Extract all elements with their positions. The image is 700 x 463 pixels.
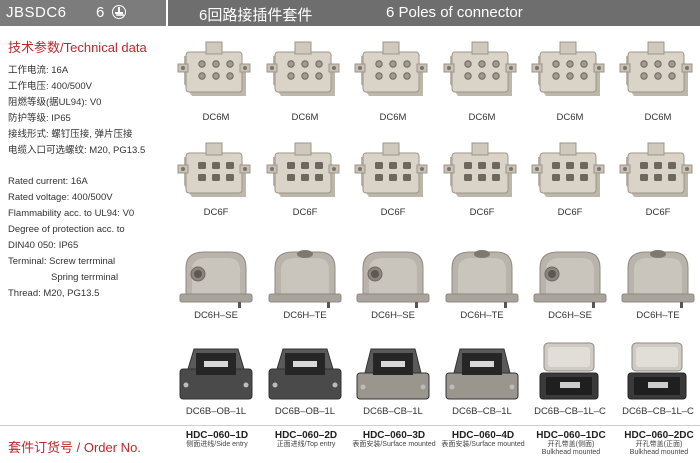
order-item: HDC–060–1D 侧面进线/Side entry	[169, 430, 265, 449]
product-label: DC6B–CB–1L	[452, 406, 512, 417]
male-insert-image	[443, 41, 517, 96]
spec-en-line: Thread: M20, PG13.5	[8, 288, 100, 299]
male-insert-image	[354, 41, 428, 96]
female-insert-image	[354, 142, 428, 197]
product-label: DC6M	[379, 112, 407, 123]
female-insert-image	[531, 142, 605, 197]
base-housing-image	[179, 348, 253, 400]
order-number: HDC–060–2D	[274, 430, 338, 441]
header-title-bar: 6回路接插件套件 6 Poles of connector	[168, 0, 700, 26]
base-housing-image	[356, 348, 430, 400]
order-description: 侧面进线/Side entry	[186, 441, 248, 448]
base-housing-image	[627, 342, 687, 400]
product-label: DC6M	[291, 112, 319, 123]
product-label: DC6M	[556, 112, 584, 123]
product-label: DC6B–CB–1L–C	[534, 406, 606, 417]
order-item: HDC–060–2D 正面进线/Top entry	[258, 430, 354, 449]
female-insert-image	[619, 142, 693, 197]
hood-image	[445, 250, 519, 308]
hood-image	[533, 251, 607, 308]
product-label: DC6F	[645, 207, 671, 218]
spec-en-line: Flammability acc. to UL94: V0	[8, 208, 135, 219]
spec-cn-line: 电缆入口可选螺纹: M20, PG13.5	[8, 145, 146, 156]
series-code: JBSDC6	[6, 4, 67, 21]
male-insert-image	[266, 41, 340, 96]
spec-cn-line: 工作电压: 400/500V	[8, 81, 92, 92]
order-number: HDC–060–4D	[451, 430, 515, 441]
product-label: DC6F	[380, 207, 406, 218]
product-label: DC6F	[203, 207, 229, 218]
male-insert-image	[619, 41, 693, 96]
female-insert-image	[177, 142, 251, 197]
base-housing-image	[268, 348, 342, 400]
hood-image	[179, 251, 253, 308]
order-description: 开孔带盖(正面)	[635, 441, 683, 448]
spec-cn-line: 阻燃等级(据UL94): V0	[8, 97, 102, 108]
order-description-en: Bulkhead mounted	[629, 449, 689, 456]
base-housing-image	[445, 348, 519, 400]
order-number: HDC–060–1D	[185, 430, 249, 441]
product-label: DC6F	[469, 207, 495, 218]
order-item: HDC–060–2DC 开孔带盖(正面) Bulkhead mounted	[611, 430, 700, 457]
product-label: DC6B–CB–1L	[363, 406, 423, 417]
male-insert-image	[531, 41, 605, 96]
spec-en-line: Rated current: 16A	[8, 176, 88, 187]
product-label: DC6H–TE	[636, 310, 680, 321]
base-housing-image	[539, 342, 599, 400]
female-insert-image	[266, 142, 340, 197]
title-cn: 6回路接插件套件	[199, 7, 313, 24]
product-label: DC6H–TE	[283, 310, 327, 321]
product-label: DC6H–SE	[194, 310, 238, 321]
order-description: 正面进线/Top entry	[276, 441, 336, 448]
product-label: DC6M	[202, 112, 230, 123]
order-description: 表面安装/Surface mounted	[352, 441, 436, 448]
product-label: DC6M	[468, 112, 496, 123]
product-label: DC6B–CB–1L–C	[622, 406, 694, 417]
spec-cn-line: 防护等级: IP65	[8, 113, 71, 124]
spec-en-line: Degree of protection acc. to	[8, 224, 125, 235]
order-divider	[0, 425, 700, 426]
spec-cn-line: 工作电流: 16A	[8, 65, 69, 76]
title-en: 6 Poles of connector	[386, 4, 523, 21]
order-description: 开孔带盖(侧面)	[547, 441, 595, 448]
product-label: DC6H–SE	[371, 310, 415, 321]
ground-symbol-icon	[112, 5, 126, 19]
order-description-en: Bulkhead mounted	[541, 449, 601, 456]
order-number: HDC–060–1DC	[536, 430, 606, 441]
product-label: DC6H–TE	[460, 310, 504, 321]
order-number: HDC–060–3D	[362, 430, 426, 441]
product-label: DC6H–SE	[548, 310, 592, 321]
hood-image	[268, 250, 342, 308]
product-label: DC6M	[644, 112, 672, 123]
spec-en-line: DIN40 050: IP65	[8, 240, 79, 251]
spec-en-line: Terminal: Screw terrminal	[8, 256, 116, 267]
product-label: DC6B–OB–1L	[274, 406, 336, 417]
order-description: 表面安装/Surface mounted	[441, 441, 525, 448]
product-label: DC6F	[557, 207, 583, 218]
order-item: HDC–060–3D 表面安装/Surface mounted	[346, 430, 442, 449]
poles-count: 6	[96, 4, 105, 21]
male-insert-image	[177, 41, 251, 96]
order-item: HDC–060–4D 表面安装/Surface mounted	[435, 430, 531, 449]
hood-image	[621, 250, 695, 308]
spec-title: 技术参数/Technical data	[8, 40, 147, 55]
hood-image	[356, 251, 430, 308]
spec-en-line: Rated voltage: 400/500V	[8, 192, 113, 203]
spec-en-line: Spring terrminal	[51, 272, 119, 283]
order-number: HDC–060–2DC	[624, 430, 694, 441]
order-item: HDC–060–1DC 开孔带盖(侧面) Bulkhead mounted	[523, 430, 619, 457]
female-insert-image	[443, 142, 517, 197]
order-title: 套件订货号 / Order No.	[8, 440, 141, 455]
product-label: DC6F	[292, 207, 318, 218]
product-label: DC6B–OB–1L	[185, 406, 247, 417]
header-series-bar: JBSDC6 6	[0, 0, 166, 26]
spec-cn-line: 接线形式: 螺钉压接, 弹片压接	[8, 129, 133, 140]
